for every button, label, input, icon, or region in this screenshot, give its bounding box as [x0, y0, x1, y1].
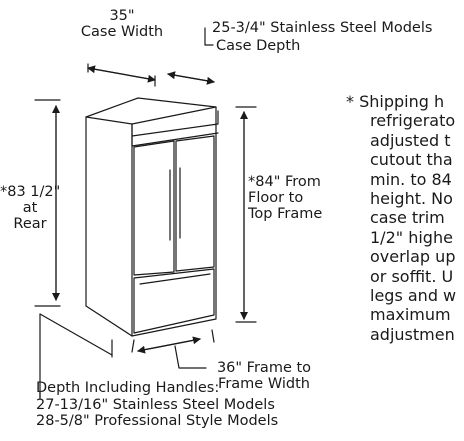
- case-width-value: 35": [109, 8, 135, 24]
- case-width-text: Case Width: [80, 24, 164, 40]
- footnote-line: adjustmen: [370, 324, 455, 344]
- case-depth-models-label: 25-3/4" Stainless Steel Models: [212, 20, 433, 36]
- footnote-line: case trim: [370, 208, 445, 228]
- footnote-line: refrigerato: [370, 111, 456, 131]
- footnote-line: overlap up: [370, 247, 456, 267]
- refrigerator-outline: [85, 97, 219, 337]
- refrigerator-doors: [133, 135, 215, 276]
- footnote-line: adjusted t: [370, 130, 451, 150]
- footnote-line: * Shipping h: [346, 92, 445, 111]
- rear-height-at: at: [22, 200, 38, 216]
- rear-height-label: *83 1/2" at Rear: [0, 184, 60, 232]
- rear-height-text: Rear: [13, 216, 47, 232]
- rear-height-dimension: [34, 99, 61, 307]
- footnote-line: cutout tha: [370, 150, 453, 170]
- frame-width-line-2: Frame Width: [218, 376, 310, 392]
- floor-height-line-2: Floor to: [248, 190, 304, 206]
- depth-handles-dimension: [39, 313, 113, 400]
- footnote-line: min. to 84: [370, 169, 452, 189]
- footnote-line: or soffit. U: [370, 266, 454, 286]
- floor-height-label: *84" From Floor to Top Frame: [248, 174, 322, 222]
- floor-height-line-1: *84" From: [248, 174, 321, 190]
- depth-handles-stainless: 27-13/16" Stainless Steel Models: [36, 396, 275, 413]
- case-depth-dimension: [167, 27, 215, 85]
- freezer-drawer: [133, 268, 215, 334]
- frame-width-label: 36" Frame to Frame Width: [208, 360, 320, 392]
- depth-handles-label: Depth Including Handles: 27-13/16" Stain…: [36, 380, 278, 430]
- case-width-dimension: [87, 63, 156, 87]
- depth-handles-professional: 28-5/8" Professional Style Models: [36, 413, 279, 429]
- frame-width-line-1: 36" Frame to: [216, 360, 312, 376]
- frame-width-dimension: [131, 329, 215, 369]
- depth-handles-title: Depth Including Handles:: [36, 380, 220, 396]
- floor-height-dimension: [235, 106, 257, 323]
- rear-height-value: *83 1/2": [0, 184, 61, 200]
- footnote-line: 1/2" highe: [370, 227, 453, 247]
- footnote-line: height. No: [370, 189, 453, 209]
- footnote-line: legs and w: [370, 286, 457, 306]
- floor-height-line-3: Top Frame: [248, 206, 323, 222]
- case-depth-label: Case Depth: [216, 38, 301, 54]
- footnote-line: maximum: [370, 305, 451, 325]
- case-width-label: 35" Case Width: [72, 8, 172, 40]
